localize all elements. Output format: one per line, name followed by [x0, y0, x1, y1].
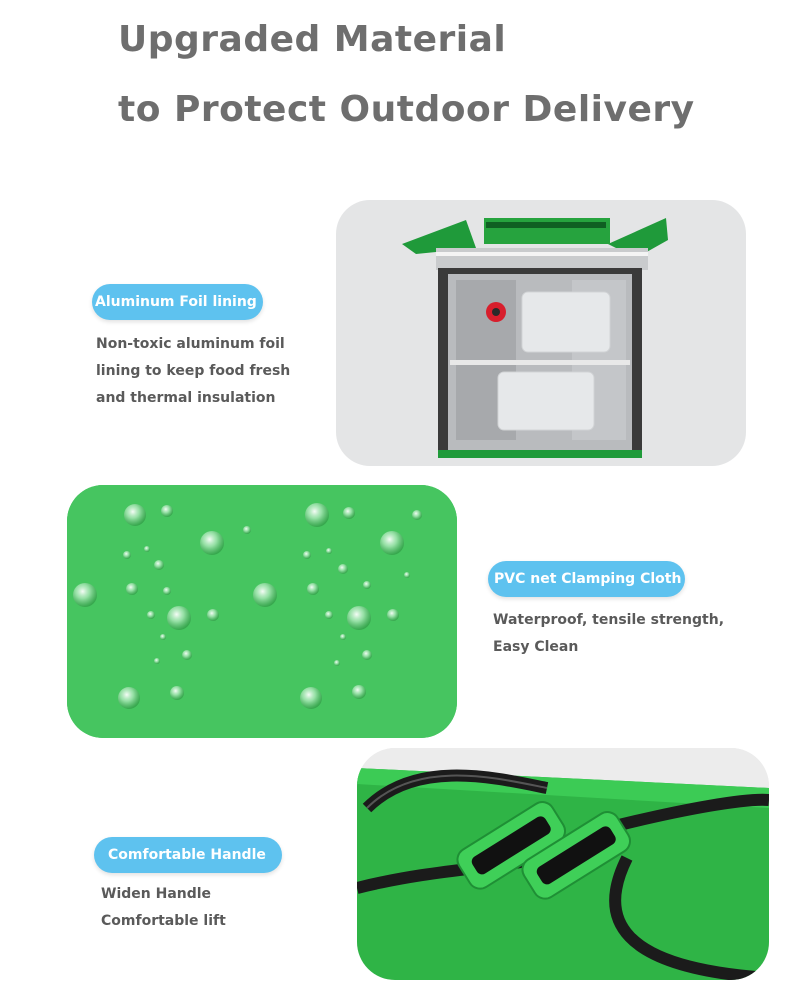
waterproof-fabric-droplets-photo — [67, 485, 457, 738]
bag-handle-photo — [357, 748, 769, 980]
water-droplets-illustration — [67, 485, 457, 738]
description-line: Widen Handle — [101, 886, 212, 902]
aluminum-lining-bag-photo — [336, 200, 746, 466]
description-line: Easy Clean — [493, 639, 579, 655]
insulated-bag-interior-illustration — [402, 218, 668, 458]
description-line: lining to keep food fresh — [96, 363, 291, 379]
description-line: Comfortable lift — [101, 913, 226, 929]
feature-description-handle: Widen Handle Comfortable lift — [101, 881, 226, 935]
feature-description-pvc-cloth: Waterproof, tensile strength, Easy Clean — [493, 607, 724, 661]
bag-handle-illustration — [357, 748, 769, 980]
feature-description-aluminum-foil: Non-toxic aluminum foil lining to keep f… — [96, 331, 290, 412]
description-line: Non-toxic aluminum foil — [96, 336, 285, 352]
description-line: and thermal insulation — [96, 390, 276, 406]
feature-badge-pvc-cloth: PVC net Clamping Cloth — [488, 561, 686, 597]
page-title-line-1: Upgraded Material — [118, 19, 507, 60]
feature-badge-aluminum-foil: Aluminum Foil lining — [92, 284, 263, 320]
description-line: Waterproof, tensile strength, — [493, 612, 725, 628]
feature-badge-handle: Comfortable Handle — [94, 837, 282, 873]
page-title-line-2: to Protect Outdoor Delivery — [118, 89, 695, 130]
